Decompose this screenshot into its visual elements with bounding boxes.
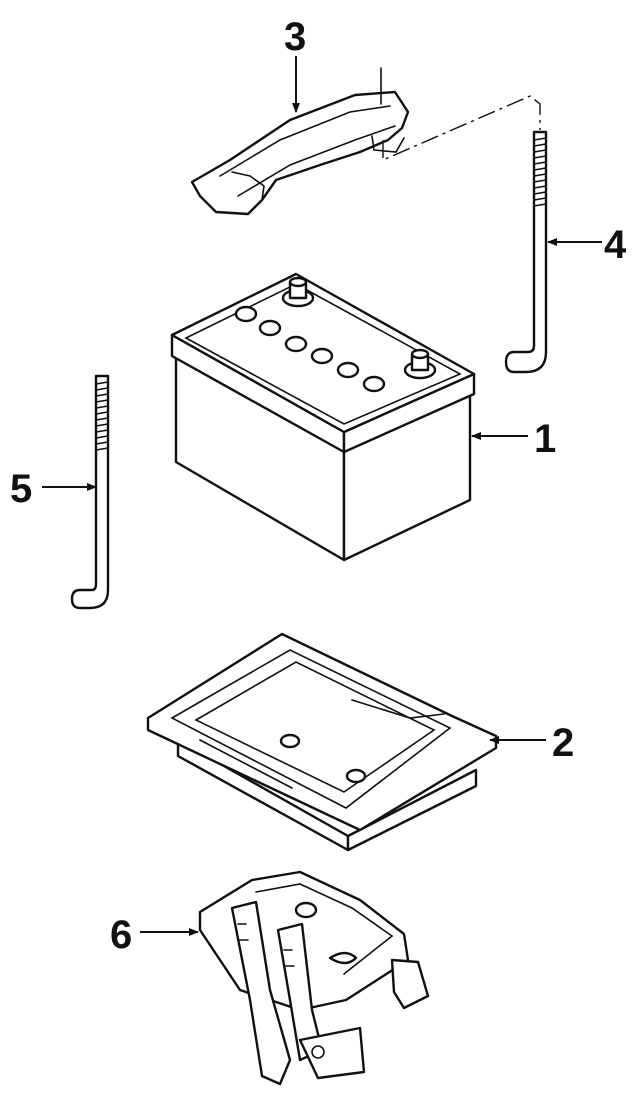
- terminal-post-positive: [403, 348, 437, 380]
- j-bolt-right: [504, 130, 548, 374]
- callout-1: 1: [534, 417, 556, 461]
- callout-3: 3: [284, 15, 306, 59]
- j-bolt-left: [70, 374, 110, 610]
- callout-2: 2: [552, 721, 574, 765]
- callout-4: 4: [604, 223, 627, 267]
- callout-5: 5: [10, 467, 32, 511]
- terminal-post-negative: [281, 276, 315, 308]
- callout-6: 6: [110, 913, 132, 957]
- battery: [170, 272, 476, 562]
- cell-caps: [234, 305, 386, 393]
- battery-tray: [146, 632, 498, 852]
- assembly-dashed-line: [382, 95, 541, 162]
- hold-down-clamp: [190, 67, 410, 216]
- tray-support-bracket: [198, 870, 430, 1086]
